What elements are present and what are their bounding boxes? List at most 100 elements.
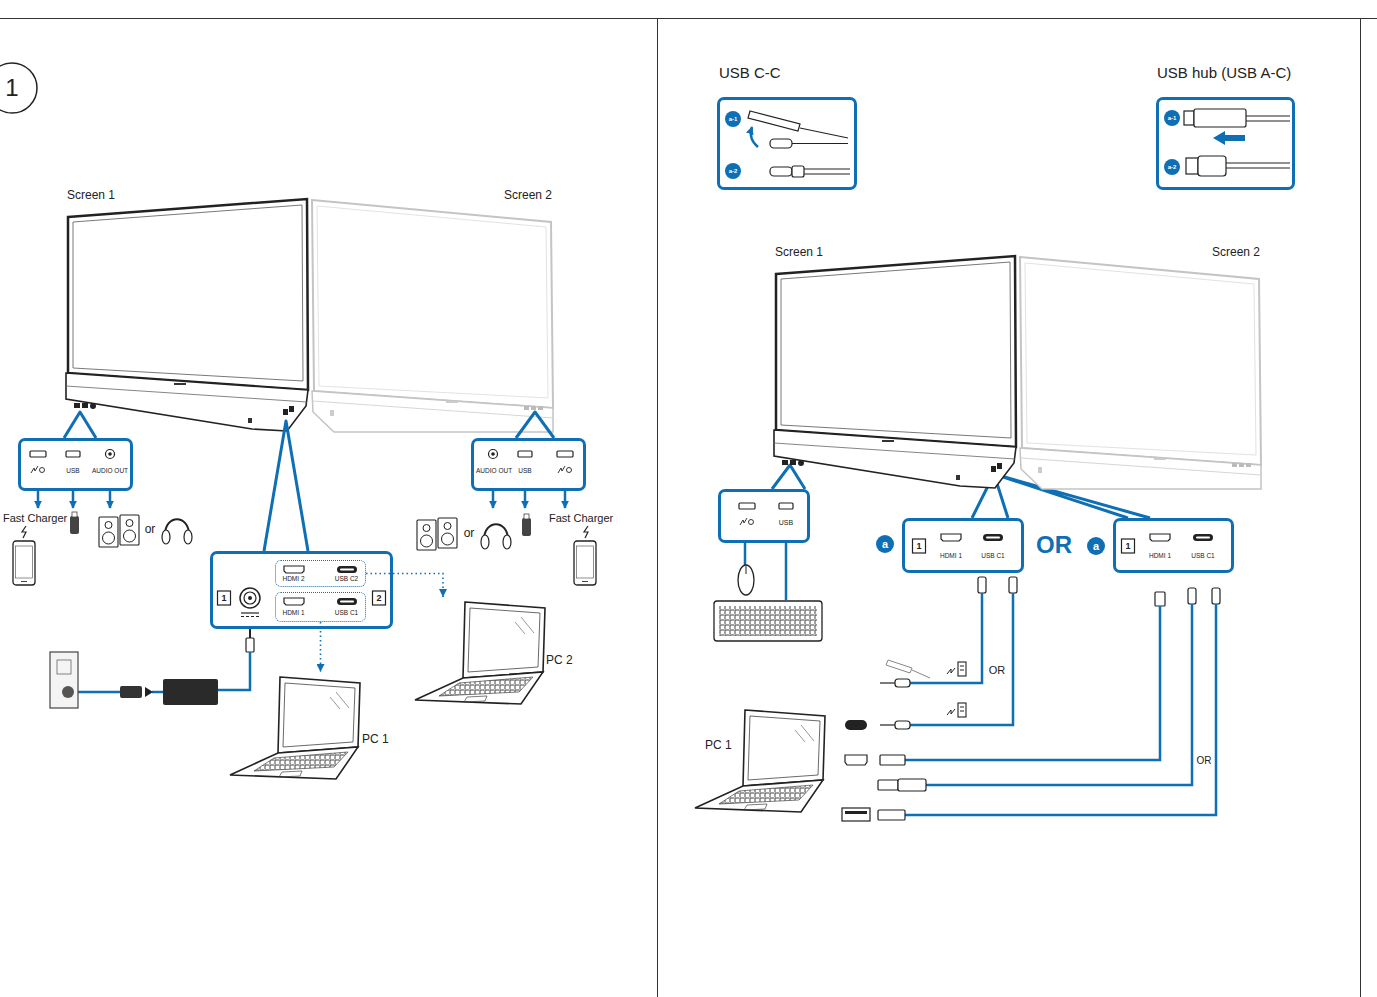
cables: [842, 577, 1220, 821]
screen-label: Screen 2: [1212, 246, 1260, 260]
drawing-line: [792, 143, 848, 144]
pc-figure: PC 2: [413, 597, 575, 703]
port-label: AUDIO OUT: [92, 467, 128, 474]
drawing-rect: [842, 808, 870, 821]
drawing-path: [22, 526, 26, 538]
pc-label: PC 1: [705, 739, 732, 753]
drawing-polyline: [905, 606, 1160, 760]
drawing-use: [337, 566, 357, 573]
drawing-rect: [120, 686, 142, 698]
drawing-line: [785, 543, 788, 600]
drawing-line: [960, 707, 964, 708]
drawing-circle: [725, 163, 741, 179]
screen-label: Screen 1: [775, 246, 823, 260]
drawing-polyline: [926, 604, 1192, 785]
drawing-rect: [878, 780, 898, 790]
drawing-rect: [557, 451, 573, 457]
inset-text: USB hub (USB A-C): [1157, 64, 1291, 81]
input-group: HDMI 2USB C2: [275, 560, 366, 587]
dotted-connector: [320, 622, 322, 672]
drawing-circle: [489, 450, 498, 459]
drawing-rect: [1194, 109, 1246, 127]
drawing-line: [249, 629, 251, 638]
option-marker: a: [882, 538, 888, 551]
drawing-rect: [1198, 156, 1226, 176]
port-label: USB C1: [335, 609, 358, 616]
drawing-line: [1246, 115, 1290, 116]
input-group: HDMI 1 USB C1: [275, 592, 366, 622]
drawing-rect: [895, 679, 910, 687]
drawing-line: [912, 670, 930, 678]
pc-label: PC 1: [362, 733, 389, 747]
drawing-rect: [50, 652, 78, 708]
frame-lines: [0, 18, 1377, 997]
drawing-line: [1360, 18, 1361, 997]
pc-figure: PC 1: [228, 672, 391, 782]
drawing-polyline: [905, 604, 1216, 815]
drawing-line: [800, 128, 848, 138]
drawing-use: [941, 534, 961, 541]
port-label: USB C2: [335, 575, 358, 582]
drawing-use: [1150, 534, 1170, 541]
screen-label: Screen 2: [504, 189, 552, 203]
drawing-rect: [978, 577, 986, 593]
drawing-rect: [878, 810, 905, 820]
input-callout: 1 2 HDMI 2USB C2 HDMI 1 USB C1: [210, 551, 393, 629]
drawing-circle: [248, 596, 252, 600]
input-callout: 1HDMI 1USB C1: [1113, 518, 1234, 573]
drawing-line: [880, 724, 895, 725]
drawing-rect: [880, 755, 905, 765]
drawing-polyline: [64, 412, 96, 438]
drawing-circle: [106, 450, 115, 459]
port-label: HDMI 1: [1149, 552, 1171, 559]
power-supply: [50, 629, 254, 708]
drawing-rect: [1212, 588, 1220, 604]
port-label: HDMI 1: [282, 609, 304, 616]
or-label: or: [145, 523, 156, 537]
drawing-line: [78, 691, 120, 694]
drawing-rect: [30, 451, 46, 457]
drawing-use: [218, 591, 231, 605]
screen-number: 2: [376, 593, 381, 603]
drawing-line: [744, 543, 747, 565]
drawing-use: [162, 519, 192, 544]
drawing-line: [804, 173, 850, 174]
drawing-rect: [845, 720, 867, 730]
inset-text: a-1: [1168, 115, 1177, 122]
drawing-line: [657, 18, 658, 997]
port-label: USB: [66, 467, 79, 474]
option-marker: a: [1093, 540, 1099, 553]
drawing-rect: [66, 451, 80, 457]
drawing-polyline: [772, 465, 805, 489]
drawing-polyline: [516, 412, 554, 438]
drawing-line: [72, 491, 75, 508]
inset-text: USB C-C: [719, 64, 781, 81]
drawing-polyline: [218, 652, 250, 690]
drawing-use: [574, 541, 596, 585]
drawing-use: [740, 518, 754, 525]
drawing-rect: [770, 139, 792, 148]
screen-number: 1: [221, 593, 226, 603]
drawing-rect: [739, 503, 755, 509]
drawing-polygon: [748, 111, 800, 131]
cable-inset: USB hub (USB A-C)a-1a-2: [1156, 97, 1295, 190]
drawing-use: [558, 466, 572, 473]
drawing-path: [947, 668, 955, 674]
step-circle: [0, 63, 37, 113]
port-callout: USB: [718, 489, 810, 543]
port-label: USB: [779, 519, 793, 527]
drawing-path: [584, 526, 588, 538]
inset-text: a-2: [1168, 164, 1177, 171]
laptop-pc2: [415, 602, 545, 704]
drawing-line: [0, 18, 1377, 19]
drawing-circle: [240, 588, 260, 608]
port-label: USB C1: [1191, 552, 1214, 559]
laptop-pc1: [230, 677, 360, 779]
drawing-circle: [62, 686, 74, 698]
drawing-circle: [1164, 110, 1180, 126]
drawing-rect: [898, 779, 926, 791]
port-arrows: [38, 491, 565, 508]
drawing-rect: [958, 703, 966, 717]
